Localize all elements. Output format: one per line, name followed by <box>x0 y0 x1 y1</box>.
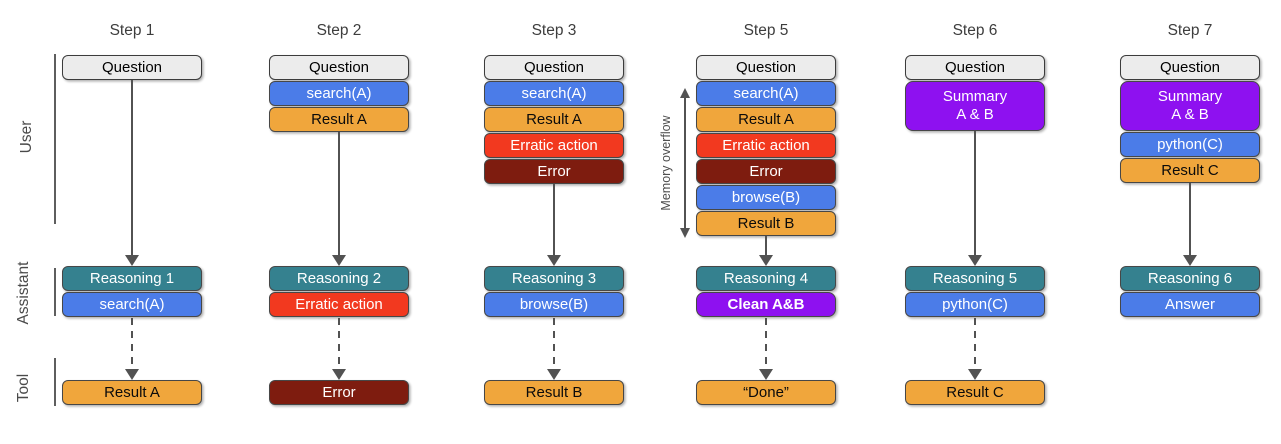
assistant-action-box: search(A) <box>62 292 202 317</box>
context-stack: Question search(A) Result A <box>269 55 409 133</box>
assistant-erratic-box: Erratic action <box>269 292 409 317</box>
tool-result-box: Result C <box>905 380 1045 405</box>
assistant-stack: Reasoning 5 python(C) <box>905 266 1045 318</box>
tool-stack: Result A <box>62 380 202 406</box>
memory-overflow-label: Memory overflow <box>659 115 673 211</box>
tool-error-box: Error <box>269 380 409 405</box>
assistant-clean-box: Clean A&B <box>696 292 836 317</box>
assistant-answer-box: Answer <box>1120 292 1260 317</box>
assistant-reasoning-box: Reasoning 3 <box>484 266 624 291</box>
context-stack: Question Summary A & B <box>905 55 1045 132</box>
step-title: Step 5 <box>743 22 789 39</box>
context-box-result: Result A <box>484 107 624 132</box>
solid-arrow-down <box>691 236 841 266</box>
context-box-erratic: Erratic action <box>484 133 624 158</box>
context-box-summary: Summary A & B <box>905 81 1045 131</box>
assistant-reasoning-box: Reasoning 6 <box>1120 266 1260 291</box>
context-stack: Question Summary A & B python(C) Result … <box>1120 55 1260 184</box>
step-column-2: Step 2 Question search(A) Result A Reaso… <box>264 0 414 444</box>
lane-label-tool: Tool <box>15 373 32 403</box>
context-stack: Question search(A) Result A Erratic acti… <box>696 55 836 237</box>
solid-arrow-down <box>479 184 629 266</box>
context-box-error: Error <box>484 159 624 184</box>
assistant-stack: Reasoning 1 search(A) <box>62 266 202 318</box>
context-box-question: Question <box>62 55 202 80</box>
context-box-result: Result A <box>696 107 836 132</box>
assistant-reasoning-box: Reasoning 5 <box>905 266 1045 291</box>
solid-arrow-down <box>900 131 1050 266</box>
step-title: Step 1 <box>109 22 155 39</box>
assistant-action-box: browse(B) <box>484 292 624 317</box>
tool-stack: Result C <box>905 380 1045 406</box>
context-box-action: search(A) <box>484 81 624 106</box>
solid-arrow-down <box>1115 183 1265 266</box>
assistant-stack: Reasoning 6 Answer <box>1120 266 1260 318</box>
tool-stack: “Done” <box>696 380 836 406</box>
context-box-action: search(A) <box>696 81 836 106</box>
assistant-reasoning-box: Reasoning 2 <box>269 266 409 291</box>
arrowhead-down-icon <box>680 228 690 238</box>
tool-result-box: Result B <box>484 380 624 405</box>
step-title: Step 3 <box>531 22 577 39</box>
context-stack: Question search(A) Result A Erratic acti… <box>484 55 624 185</box>
solid-arrow-down <box>264 132 414 266</box>
context-box-result: Result C <box>1120 158 1260 183</box>
context-box-question: Question <box>1120 55 1260 80</box>
step-column-1: Step 1 Question Reasoning 1 search(A) Re… <box>57 0 207 444</box>
solid-arrow-down <box>57 80 207 266</box>
dashed-arrow-down <box>57 318 207 380</box>
assistant-stack: Reasoning 4 Clean A&B <box>696 266 836 318</box>
dashed-arrow-down <box>900 318 1050 380</box>
assistant-reasoning-box: Reasoning 1 <box>62 266 202 291</box>
assistant-stack: Reasoning 2 Erratic action <box>269 266 409 318</box>
assistant-reasoning-box: Reasoning 4 <box>696 266 836 291</box>
context-box-action: browse(B) <box>696 185 836 210</box>
lane-line-tool <box>54 358 56 406</box>
tool-result-box: “Done” <box>696 380 836 405</box>
context-box-erratic: Erratic action <box>696 133 836 158</box>
step-column-3: Step 3 Question search(A) Result A Errat… <box>479 0 629 444</box>
lane-line-user <box>54 54 56 224</box>
step-column-6: Step 6 Question Summary A & B Reasoning … <box>900 0 1050 444</box>
context-box-question: Question <box>269 55 409 80</box>
context-box-question: Question <box>484 55 624 80</box>
context-box-question: Question <box>696 55 836 80</box>
arrowhead-up-icon <box>680 88 690 98</box>
dashed-arrow-down <box>479 318 629 380</box>
lane-label-assistant: Assistant <box>15 261 32 325</box>
step-title: Step 6 <box>952 22 998 39</box>
dashed-arrow-down <box>691 318 841 380</box>
step-title: Step 7 <box>1167 22 1213 39</box>
context-box-summary: Summary A & B <box>1120 81 1260 131</box>
context-box-action: search(A) <box>269 81 409 106</box>
lane-label-user: User <box>18 120 35 154</box>
lane-line-assistant <box>54 268 56 316</box>
context-box-question: Question <box>905 55 1045 80</box>
context-box-error: Error <box>696 159 836 184</box>
tool-result-box: Result A <box>62 380 202 405</box>
tool-stack: Result B <box>484 380 624 406</box>
step-column-7: Step 7 Question Summary A & B python(C) … <box>1115 0 1265 444</box>
context-box-result: Result B <box>696 211 836 236</box>
assistant-stack: Reasoning 3 browse(B) <box>484 266 624 318</box>
tool-stack: Error <box>269 380 409 406</box>
context-box-result: Result A <box>269 107 409 132</box>
step-title: Step 2 <box>316 22 362 39</box>
dashed-arrow-down <box>264 318 414 380</box>
memory-overflow-arrow <box>679 88 691 238</box>
context-stack: Question <box>62 55 202 81</box>
context-box-action: python(C) <box>1120 132 1260 157</box>
step-column-5: Step 5 Question search(A) Result A Errat… <box>691 0 841 444</box>
assistant-action-box: python(C) <box>905 292 1045 317</box>
